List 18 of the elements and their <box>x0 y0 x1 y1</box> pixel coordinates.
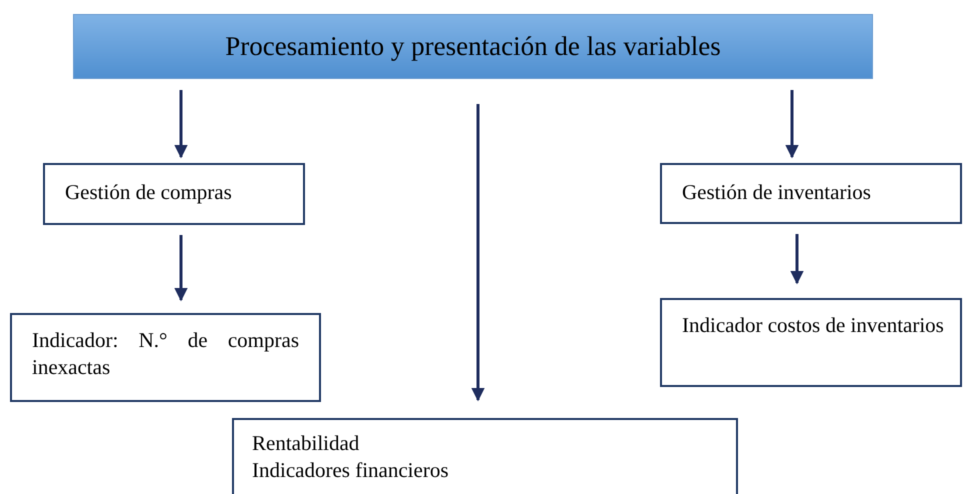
arrow <box>174 235 188 302</box>
process-box <box>660 298 962 387</box>
title-text: Procesamiento y presentación de las variables <box>225 30 721 63</box>
arrow <box>471 104 485 402</box>
node-text: Rentabilidad <box>252 430 360 457</box>
process-box <box>660 163 962 224</box>
process-box <box>10 313 321 402</box>
arrow <box>790 234 804 284</box>
node-text: Indicadores financieros <box>252 457 450 484</box>
node-text: Indicador: N.° de compras inexactas <box>32 327 299 382</box>
node-text: Gestión de compras <box>65 179 233 206</box>
arrow <box>174 90 188 158</box>
node-text: Indicador costos de inventarios <box>682 312 945 339</box>
process-box <box>232 418 738 494</box>
process-box <box>43 163 305 225</box>
arrow <box>785 90 799 158</box>
node-text: Gestión de inventarios <box>682 179 872 206</box>
title-banner <box>73 14 873 79</box>
